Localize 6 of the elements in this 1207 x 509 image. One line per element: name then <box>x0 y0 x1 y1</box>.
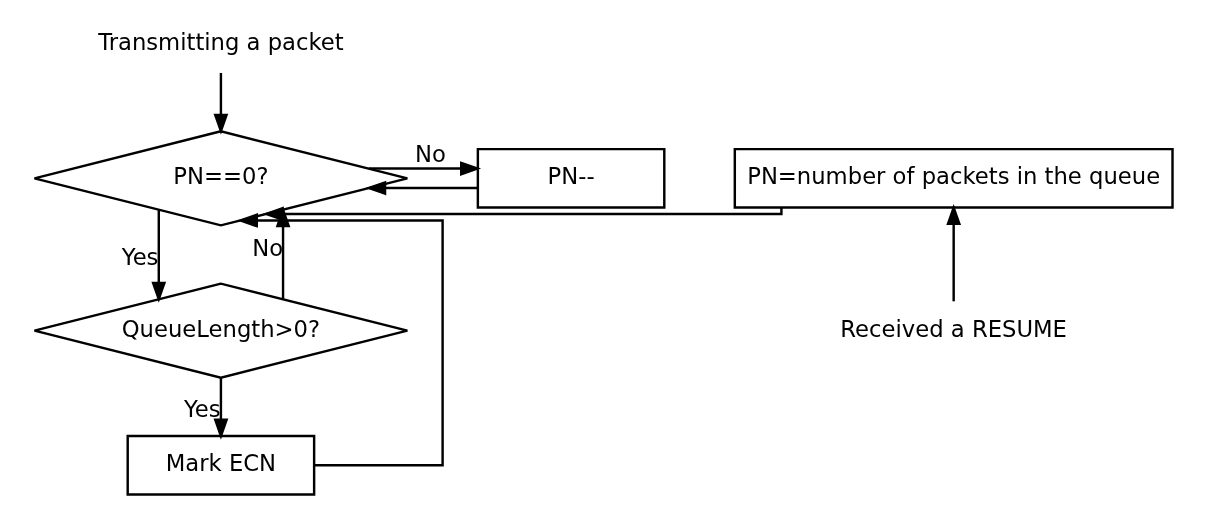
node-text: Received a RESUME <box>840 315 1067 342</box>
edge-label: No <box>415 141 446 168</box>
node-text: Transmitting a packet <box>98 28 344 55</box>
edge-label: Yes <box>121 243 159 270</box>
edge-label: No <box>252 235 284 262</box>
edge-label: Yes <box>183 395 221 422</box>
